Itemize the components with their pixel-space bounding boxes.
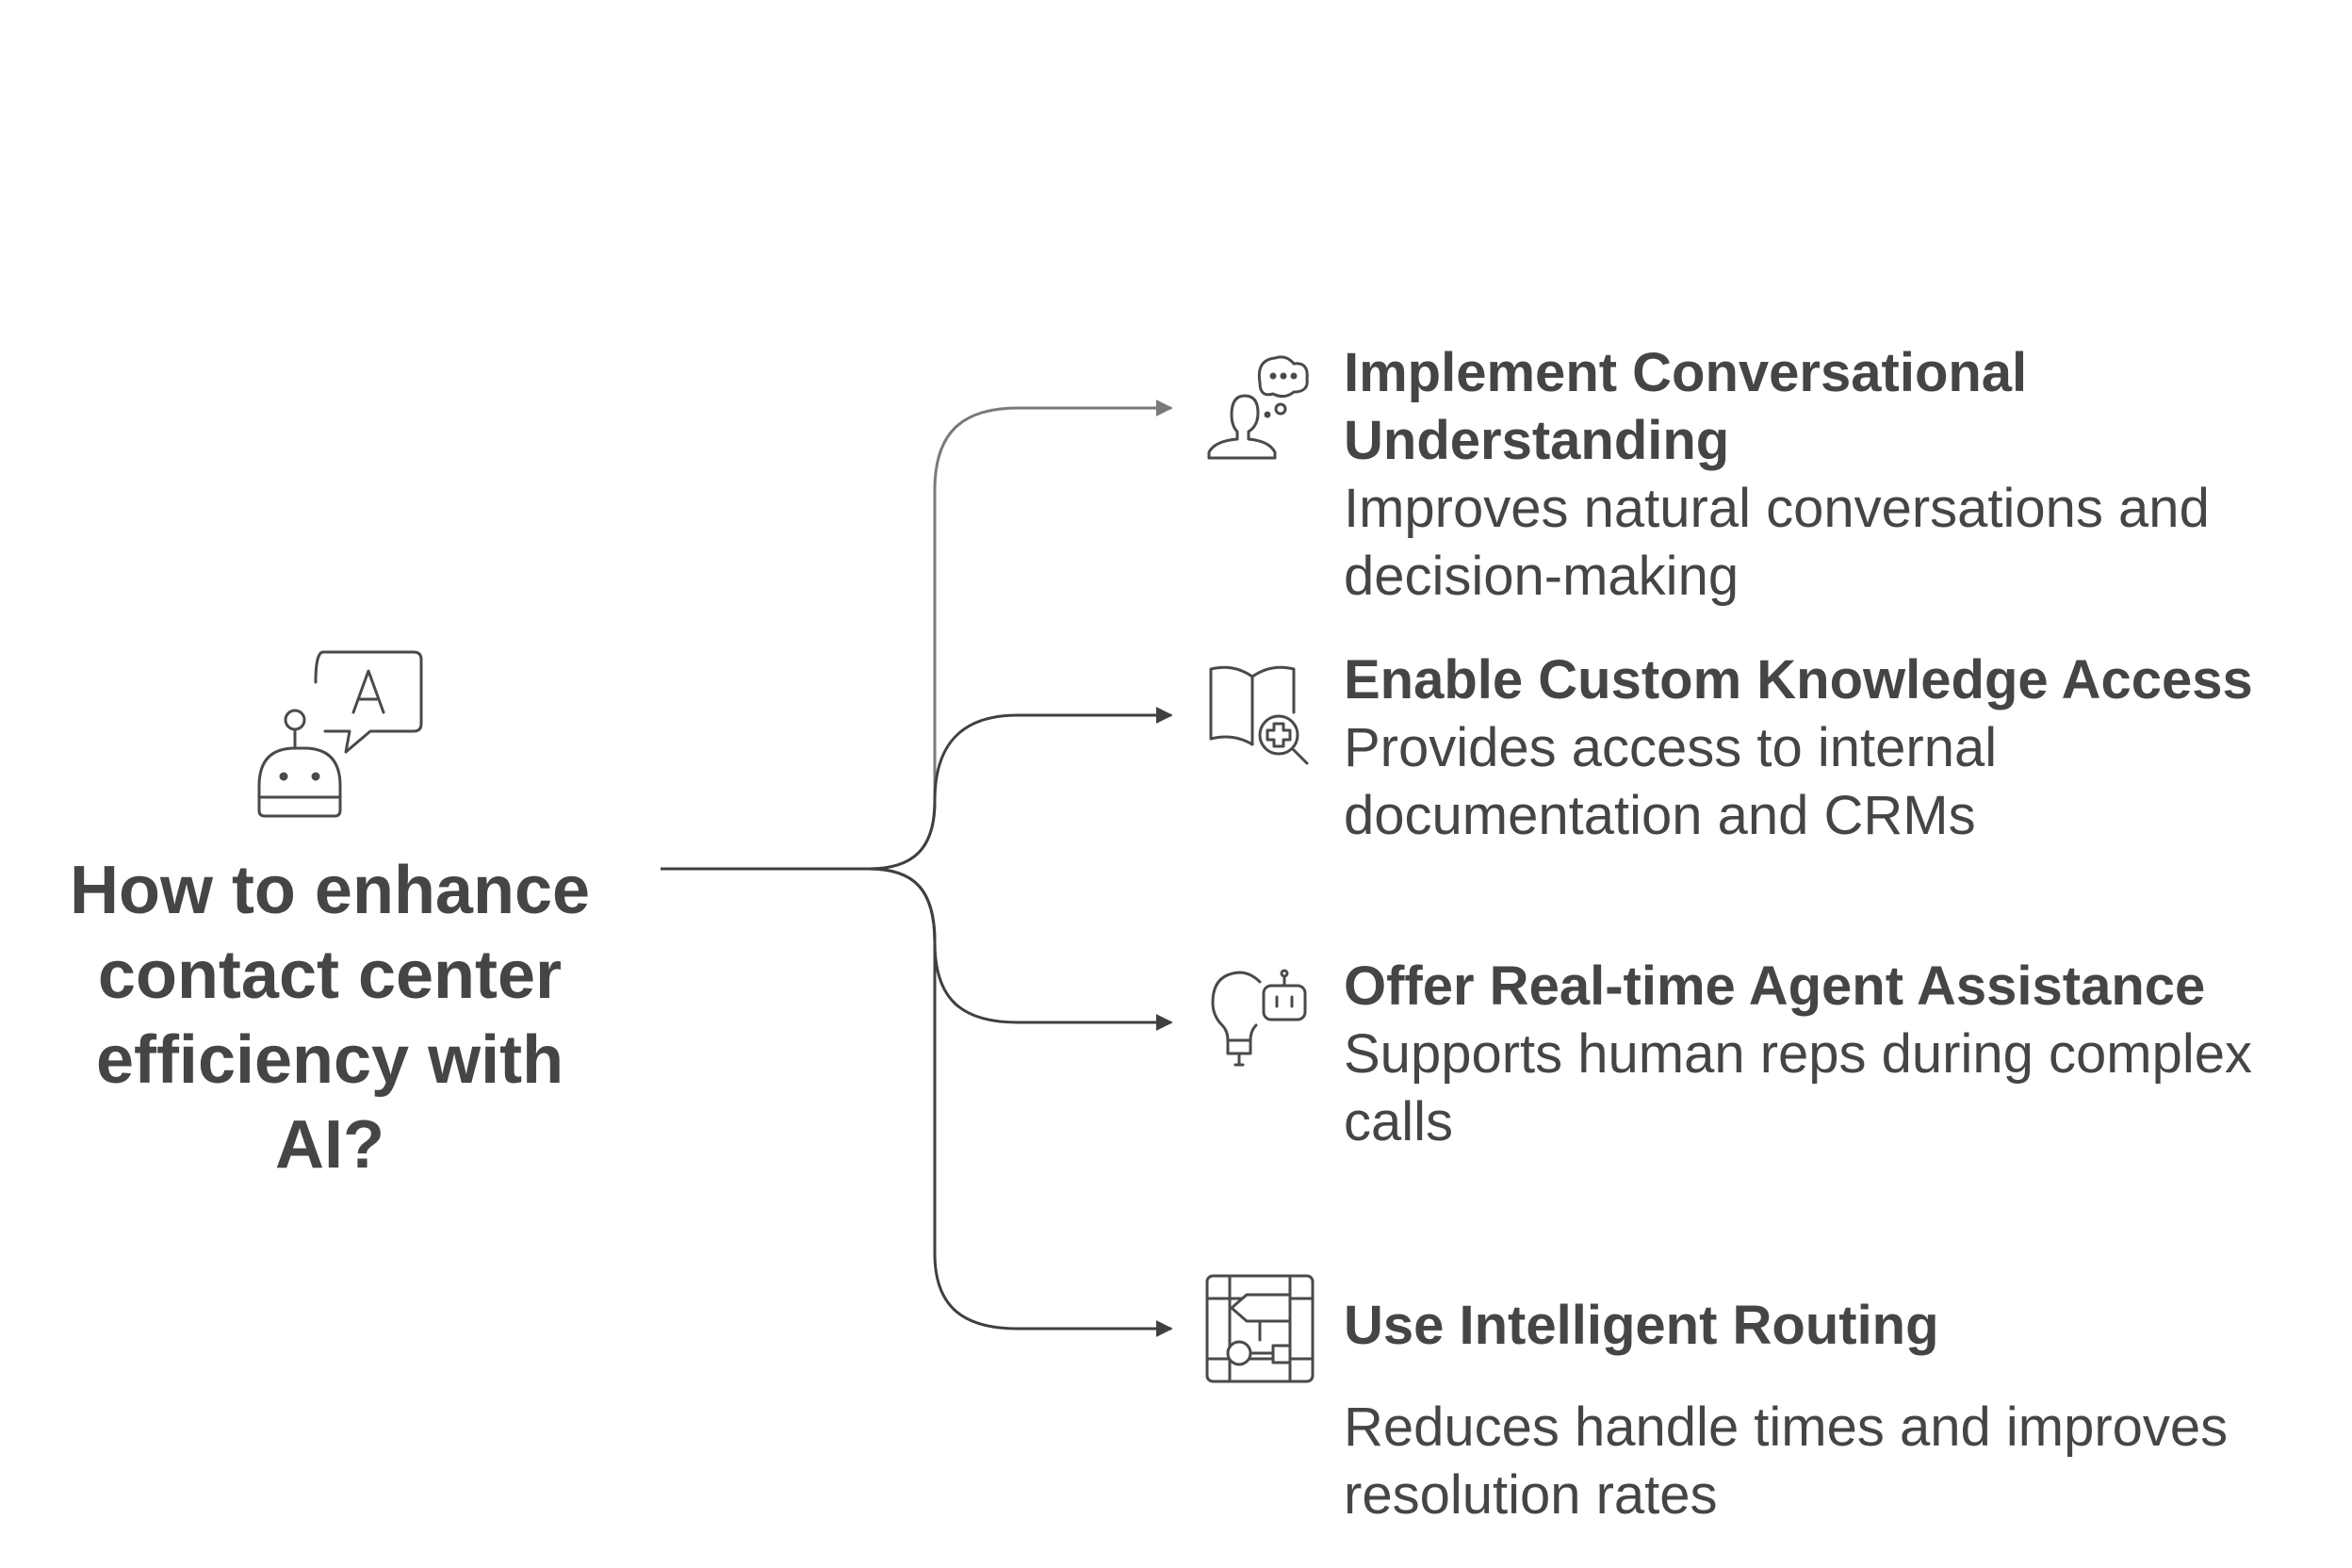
branch-description: Supports human reps during complex calls bbox=[1344, 1023, 2252, 1152]
person-thought-bubble-icon bbox=[1207, 355, 1309, 460]
flowchart-routing-icon bbox=[1205, 1274, 1315, 1383]
branch-description: Reduces handle times and improves resolu… bbox=[1344, 1396, 2229, 1526]
branch-description: Improves natural conversations and decis… bbox=[1344, 478, 2210, 607]
branch-description: Provides access to internal documentatio… bbox=[1344, 717, 1998, 846]
branch-intelligent-routing: Use Intelligent Routing Reduces handle t… bbox=[1344, 1292, 2286, 1529]
branch-conversational-understanding: Implement Conversational Understanding I… bbox=[1344, 339, 2286, 611]
connector-branch-3 bbox=[868, 867, 1173, 1031]
branch-title: Offer Real-time Agent Assistance bbox=[1344, 956, 2206, 1017]
question-title: How to enhance contact center efficiency… bbox=[69, 853, 591, 1183]
lightbulb-robot-icon bbox=[1211, 969, 1307, 1067]
branch-custom-knowledge-access: Enable Custom Knowledge Access Provides … bbox=[1344, 646, 2286, 850]
book-search-icon bbox=[1209, 665, 1309, 765]
branch-real-time-agent-assistance: Offer Real-time Agent Assistance Support… bbox=[1344, 953, 2286, 1156]
branch-title: Implement Conversational Understanding bbox=[1344, 342, 2028, 471]
connector-branch-2 bbox=[868, 707, 1173, 871]
connector-branch-4 bbox=[868, 867, 1173, 1337]
robot-chat-icon bbox=[257, 650, 423, 818]
connector-branch-1 bbox=[868, 400, 1173, 871]
branch-title: Use Intelligent Routing bbox=[1344, 1295, 1939, 1356]
branch-title: Enable Custom Knowledge Access bbox=[1344, 649, 2253, 710]
